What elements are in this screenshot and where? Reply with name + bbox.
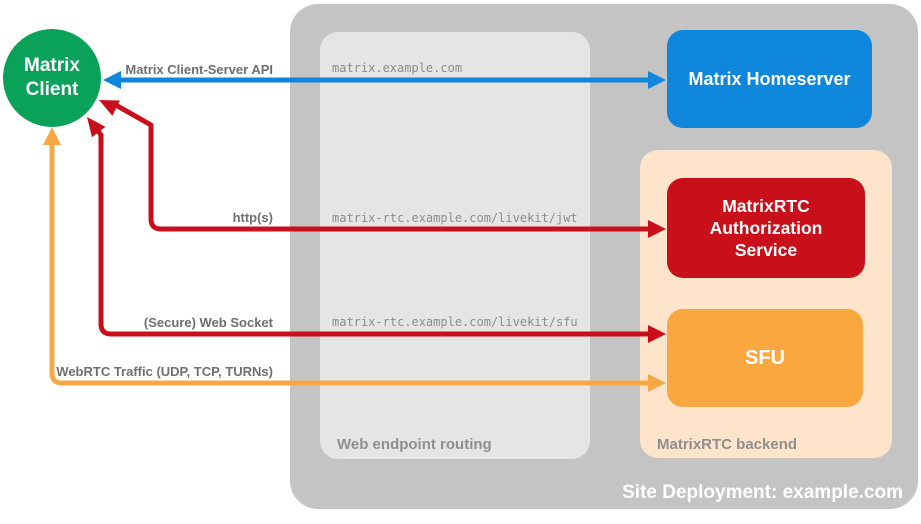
https-label: http(s) xyxy=(232,210,273,225)
matrix-homeserver-node: Matrix Homeserver xyxy=(667,30,872,128)
site-deployment-caption: Site Deployment: example.com xyxy=(622,482,903,503)
matrixrtc-backend-caption: MatrixRTC backend xyxy=(657,436,798,453)
client-server-api-label: Matrix Client-Server API xyxy=(125,62,273,77)
webrtc-label: WebRTC Traffic (UDP, TCP, TURNs) xyxy=(56,364,273,379)
web-endpoint-routing-caption: Web endpoint routing xyxy=(337,436,492,453)
websocket-label: (Secure) Web Socket xyxy=(143,315,273,330)
endpoint-url-homeserver: matrix.example.com xyxy=(332,61,463,75)
web-endpoint-routing-box xyxy=(320,32,590,459)
sfu-node: SFU xyxy=(667,309,863,407)
matrix-client-node: Matrix Client xyxy=(3,29,101,127)
matrixrtc-auth-service-node: MatrixRTC Authorization Service xyxy=(667,178,865,278)
endpoint-url-sfu: matrix-rtc.example.com/livekit/sfu xyxy=(332,315,578,329)
endpoint-url-jwt: matrix-rtc.example.com/livekit/jwt xyxy=(332,211,578,225)
